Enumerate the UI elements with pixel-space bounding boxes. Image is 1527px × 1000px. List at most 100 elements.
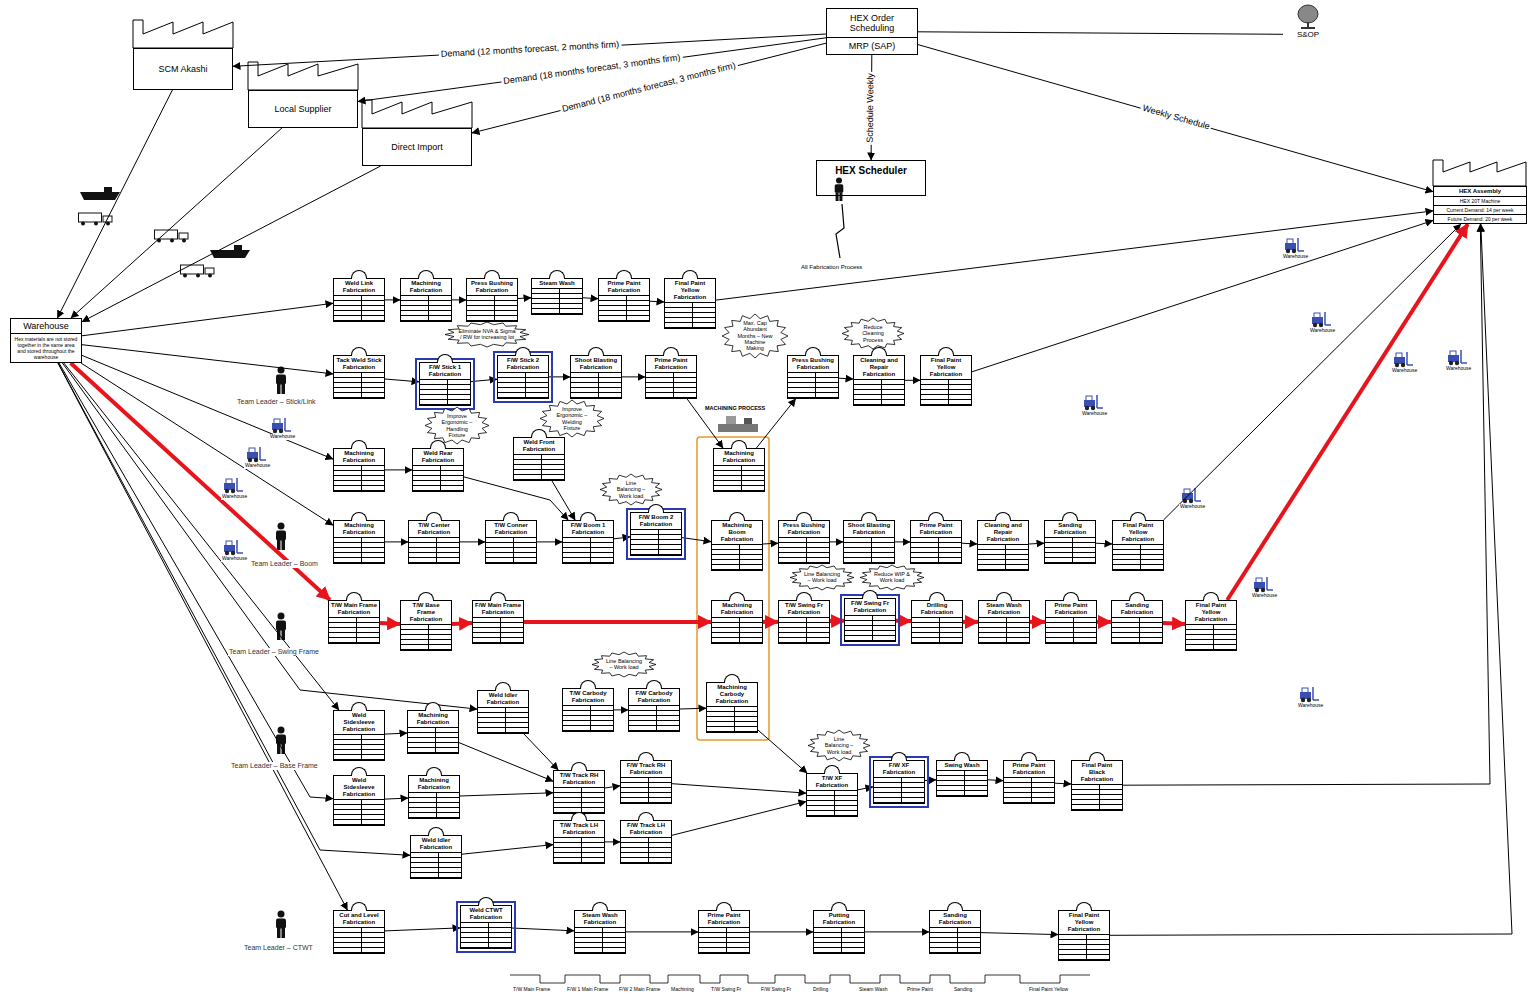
- flow-arrow: [385, 928, 460, 931]
- forklift-icon: [224, 478, 243, 493]
- note-label: All Fabrication Process: [800, 264, 863, 271]
- flow-arrow: [962, 543, 977, 545]
- data-table: [420, 380, 470, 405]
- sop-node: S&OP: [1283, 30, 1333, 39]
- node-text: HEX Assembly: [1434, 187, 1526, 197]
- data-table: [1046, 618, 1096, 643]
- process-box: F/W XF Fabrication: [873, 760, 925, 804]
- data-table: [486, 538, 536, 563]
- flow-arrow: [622, 376, 645, 377]
- process-title: Machining Boom Fabrication: [712, 521, 762, 545]
- flow-arrow: [839, 378, 853, 380]
- data-table: [779, 618, 829, 643]
- flow-arrow: [763, 543, 778, 545]
- forklift-icon: [1285, 238, 1304, 253]
- forklift-icon: [1448, 350, 1467, 365]
- flow-arrow: [905, 380, 920, 381]
- burst-shape: [860, 565, 924, 590]
- process-title: Shoot Blasting Fabrication: [571, 356, 621, 373]
- data-table: [409, 538, 459, 563]
- process-title: Weld CTWT Fabrication: [461, 906, 511, 923]
- data-table: [334, 735, 384, 760]
- data-table: [937, 771, 987, 796]
- kaizen-text: Line Balancing – Work load: [592, 652, 656, 677]
- flow-arrow: [385, 541, 408, 542]
- critical-path-arrow: [524, 620, 711, 624]
- flow-arrow: [59, 363, 333, 799]
- process-box: Sanding Fabrication: [1111, 600, 1163, 644]
- process-title: Final Paint Yellow Fabrication: [665, 279, 715, 303]
- process-title: T/W Track LH Fabrication: [554, 821, 604, 838]
- process-box: Weld CTWT Fabrication: [460, 905, 512, 949]
- process-box: Prime Paint Fabrication: [1045, 600, 1097, 644]
- timeline: [510, 975, 1090, 983]
- kaizen-burst: Improve Ergonomic – Handling Fixture: [425, 407, 489, 444]
- forklift-icon: [1182, 488, 1201, 503]
- kaizen-burst: Improve Ergonomic – Welding Fixture: [540, 400, 604, 437]
- process-box: Machining Fabrication: [407, 710, 459, 754]
- team-leader-icon: [276, 367, 286, 395]
- data-table: [514, 455, 564, 480]
- process-box: T/W Carbody Fabrication: [562, 688, 614, 732]
- process-title: F/W XF Fabrication: [874, 761, 924, 778]
- burst-shape: [425, 407, 489, 444]
- node-text: S&OP: [1283, 30, 1333, 39]
- process-title: F/W Stick 1 Fabrication: [420, 363, 470, 380]
- process-box: T/W Track LH Fabrication: [553, 820, 605, 864]
- machining-bracket: [697, 437, 769, 740]
- process-title: Press Bushing Fabrication: [779, 521, 829, 538]
- process-box: Prime Paint Fabrication: [645, 355, 697, 399]
- process-title: Prime Paint Fabrication: [699, 911, 749, 928]
- flow-arrow: [471, 379, 497, 381]
- data-table: [554, 838, 604, 863]
- flow-arrow: [650, 301, 664, 303]
- process-title: Putting Fabrication: [814, 911, 864, 928]
- flow-arrow: [972, 221, 1433, 372]
- kaizen-burst: Line Balancing – Work load: [600, 474, 662, 505]
- data-table: [532, 289, 582, 314]
- process-title: Machining Fabrication: [409, 776, 459, 793]
- kaizen-text: Improve Ergonomic – Handling Fixture: [425, 407, 489, 444]
- flow-arrow: [895, 541, 910, 542]
- process-title: Weld Sidesleeve Fabrication: [334, 776, 384, 800]
- flow-arrow: [460, 541, 485, 542]
- flow-arrow: [614, 709, 628, 710]
- process-title: T/W Swing Fr Fabrication: [779, 601, 829, 618]
- process-box: T/W Base Frame Fabrication: [400, 600, 452, 651]
- data-table: [334, 538, 384, 563]
- team-leader-label: Team Leader – Swing Frame: [228, 648, 320, 656]
- flow-arrow: [918, 45, 1433, 192]
- process-box: Machining Fabrication: [711, 600, 763, 644]
- data-table: [912, 618, 962, 643]
- process-box: Weld Idler Fabrication: [477, 690, 529, 734]
- process-box: Machining Boom Fabrication: [711, 520, 763, 571]
- flow-arrow: [385, 469, 412, 470]
- flow-arrow: [583, 297, 598, 299]
- flow-arrow: [512, 928, 574, 931]
- forklift-icon: [224, 540, 243, 555]
- process-box: F/W Track LH Fabrication: [620, 820, 672, 864]
- flow-arrow: [460, 793, 553, 796]
- kaizen-burst: Reduce WIP & Work load: [860, 565, 924, 590]
- text-wrap: Local Supplier: [274, 104, 331, 114]
- process-box: T/W Swing Fr Fabrication: [778, 600, 830, 644]
- data-table: [599, 296, 649, 321]
- data-table: [629, 706, 679, 731]
- data-table: [409, 793, 459, 818]
- flow-arrow: [988, 779, 1003, 781]
- process-box: Final Paint Black Fabrication: [1071, 760, 1123, 811]
- critical-path-arrow: [1030, 620, 1045, 624]
- process-title: F/W Boom 1 Fabrication: [563, 521, 613, 538]
- process-box: F/W Main Frame Fabrication: [472, 600, 524, 644]
- timeline-label: F/W 2 Main Frame: [618, 987, 661, 993]
- flow-arrow: [459, 743, 553, 782]
- data-table: [911, 538, 961, 563]
- data-table: [844, 538, 894, 563]
- team-leader-icon: [276, 613, 286, 641]
- data-table: [978, 545, 1028, 570]
- data-table: [401, 296, 451, 321]
- process-box: Prime Paint Fabrication: [1003, 760, 1055, 804]
- data-table: [979, 618, 1029, 643]
- data-table: [473, 618, 523, 643]
